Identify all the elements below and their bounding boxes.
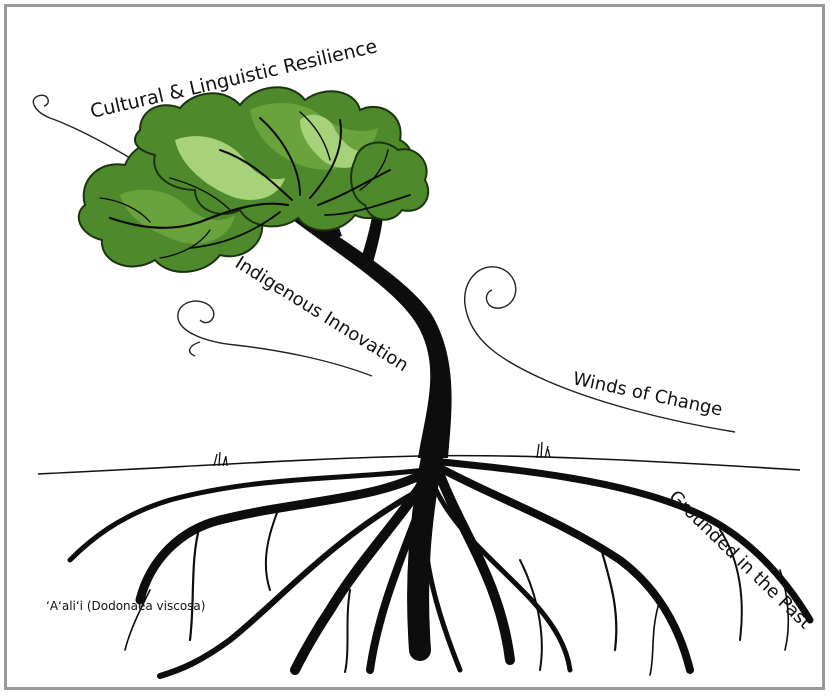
label-wind: Winds of Change xyxy=(571,368,724,420)
roots xyxy=(70,458,810,676)
label-species: ‘A‘ali‘i (Dodonaea viscosa) xyxy=(46,599,205,613)
label-roots: Grounded in the Past xyxy=(665,486,816,633)
